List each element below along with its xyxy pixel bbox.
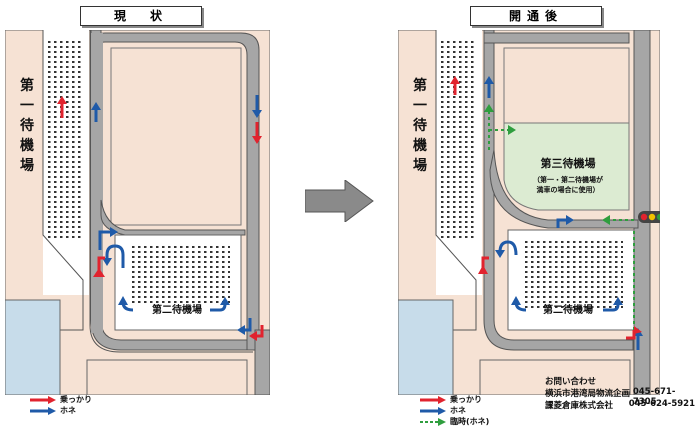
contact-row: 三菱倉庫株式会社 045-624-5921 bbox=[545, 399, 695, 411]
legend-item: 臨時(ホネ) bbox=[420, 416, 489, 427]
contact-org: 横浜市港湾局物流企画課 bbox=[545, 389, 631, 411]
legend-current: 乗っかり ホネ bbox=[30, 394, 92, 416]
map-current: 第一待機場 第二待機場 bbox=[5, 30, 270, 395]
legend-item: ホネ bbox=[30, 405, 92, 416]
legend-after: 乗っかり ホネ 臨時(ホネ) bbox=[420, 394, 489, 427]
contact-row: 横浜市港湾局物流企画課 045-671-7305 bbox=[545, 387, 695, 411]
contact-info: お問い合わせ 横浜市港湾局物流企画課 045-671-7305 三菱倉庫株式会社… bbox=[545, 375, 695, 411]
map-after: 第一待機場 第三待機場 （第一・第二待機場が 満車の場合に使用） 第二待機場 bbox=[398, 30, 660, 395]
legend-item: ホネ bbox=[420, 405, 489, 416]
arrows-current bbox=[57, 95, 264, 341]
contact-heading: お問い合わせ bbox=[545, 377, 597, 387]
legend-item: 乗っかり bbox=[420, 394, 489, 405]
lot1-label-after: 第一待機場 bbox=[413, 77, 427, 174]
lot3-note-1: （第一・第二待機場が bbox=[533, 175, 603, 184]
legend-label: ホネ bbox=[450, 406, 466, 415]
lot1-label: 第一待機場 bbox=[20, 77, 34, 174]
legend-label: ホネ bbox=[60, 406, 76, 415]
legend-label: 乗っかり bbox=[450, 395, 482, 404]
title-current: 現 状 bbox=[80, 6, 202, 26]
arrows-after bbox=[450, 76, 643, 350]
legend-label: 臨時(ホネ) bbox=[450, 417, 490, 426]
contact-org: 三菱倉庫株式会社 bbox=[545, 401, 614, 411]
lot2-label-after: 第二待機場 bbox=[543, 303, 593, 316]
title-after: 開通後 bbox=[470, 6, 602, 26]
lot3-note-2: 満車の場合に使用） bbox=[537, 185, 600, 194]
legend-label: 乗っかり bbox=[60, 395, 92, 404]
transition-arrow bbox=[305, 180, 374, 222]
contact-tel: 045-671-7305 bbox=[632, 387, 676, 407]
contact-tel: 045-624-5921 bbox=[628, 399, 695, 409]
lot2-label: 第二待機場 bbox=[152, 303, 202, 316]
lot3-label: 第三待機場 bbox=[541, 156, 596, 170]
legend-item: 乗っかり bbox=[30, 394, 92, 405]
